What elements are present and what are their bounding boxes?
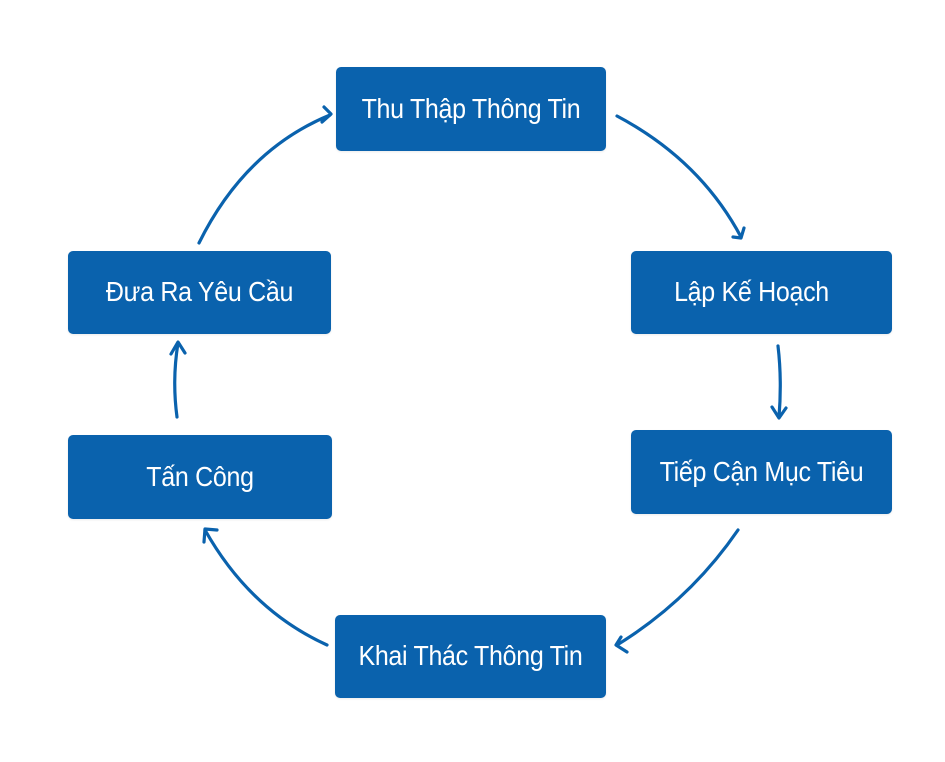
step-label: Đưa Ra Yêu Cầu xyxy=(105,276,294,308)
arrow-tiep-can-to-khai-thac xyxy=(614,528,740,654)
step-lap-ke-hoach: Lập Kế Hoạch xyxy=(631,251,892,334)
step-khai-thac-thong-tin: Khai Thác Thông Tin xyxy=(335,615,606,698)
arrow-dua-ra-yeu-cau-to-thu-thap xyxy=(197,105,333,245)
arrow-thu-thap-to-lap-ke-hoach xyxy=(615,114,746,240)
arrow-lap-ke-hoach-to-tiep-can xyxy=(770,344,788,420)
step-tan-cong: Tấn Công xyxy=(68,435,332,519)
step-thu-thap-thong-tin: Thu Thập Thông Tin xyxy=(336,67,606,151)
step-label: Lập Kế Hoạch xyxy=(674,276,829,308)
arrow-tan-cong-to-dua-ra-yeu-cau xyxy=(169,340,187,419)
step-label: Thu Thập Thông Tin xyxy=(361,92,581,125)
step-dua-ra-yeu-cau: Đưa Ra Yêu Cầu xyxy=(68,251,331,334)
step-tiep-can-muc-tieu: Tiếp Cận Mục Tiêu xyxy=(631,430,892,514)
step-label: Tấn Công xyxy=(146,460,254,493)
arrow-khai-thac-to-tan-cong xyxy=(202,527,329,647)
step-label: Khai Thác Thông Tin xyxy=(358,640,583,672)
step-label: Tiếp Cận Mục Tiêu xyxy=(659,455,864,488)
